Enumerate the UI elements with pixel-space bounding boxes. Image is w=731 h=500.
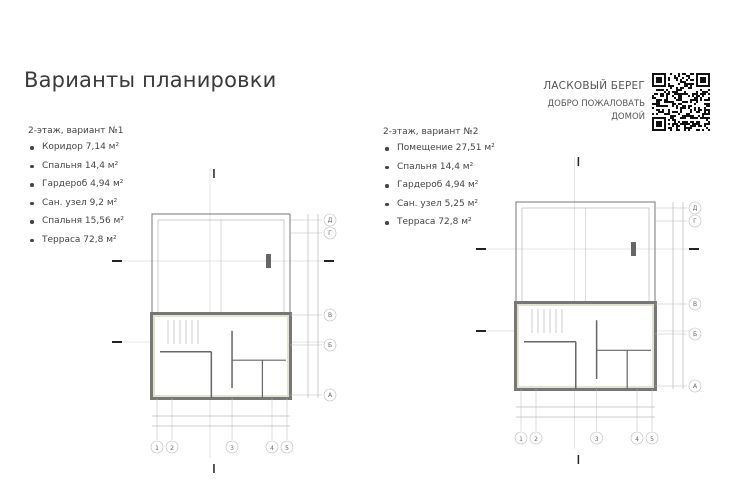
axis-marker <box>225 440 239 454</box>
room-item: Сан. узел 5,25 м² <box>383 199 495 218</box>
axis-marker <box>529 431 543 445</box>
wall-fill <box>517 304 654 388</box>
axis-label: Д <box>328 217 333 224</box>
house-walls <box>150 312 292 400</box>
axis-label: Б <box>328 342 332 349</box>
axis-marker <box>165 440 179 454</box>
axis-marker <box>514 431 528 445</box>
variant-heading: 2-этаж, вариант №1 <box>28 126 124 136</box>
brand-slogan: ДОБРО ПОЖАЛОВАТЬ ДОМОЙ <box>543 98 645 124</box>
room-item: Спальня 14,4 м² <box>28 161 124 180</box>
axis-label: 3 <box>230 445 234 452</box>
floor-plan-variant-2: 1 2 3 4 5 ДГ В Б А <box>476 157 702 464</box>
axis-label: 3 <box>595 436 599 443</box>
slogan-line-2: ДОМОЙ <box>611 112 645 122</box>
axis-marker <box>323 213 337 227</box>
slogan-line-1: ДОБРО ПОЖАЛОВАТЬ <box>547 99 645 109</box>
axis-label: В <box>328 312 332 319</box>
axis-label: Г <box>328 230 332 237</box>
axis-label: 2 <box>170 445 174 452</box>
room-item: Гардероб 4,94 м² <box>383 180 495 199</box>
variant-heading: 2-этаж, вариант №2 <box>383 127 479 137</box>
axis-label: А <box>693 383 698 390</box>
axis-label: В <box>693 301 697 308</box>
brand-name: ЛАСКОВЫЙ БЕРЕГ <box>543 80 645 92</box>
axis-label: 2 <box>534 436 538 443</box>
house-walls <box>514 301 657 391</box>
axis-marker <box>280 440 294 454</box>
axis-label: А <box>328 392 333 399</box>
axis-label: 5 <box>650 436 654 443</box>
axis-label: Б <box>693 331 697 338</box>
axis-label: Д <box>693 205 698 212</box>
axis-marker <box>688 379 702 393</box>
room-item: Терраса 72,8 м² <box>28 235 124 254</box>
room-item: Помещение 27,51 м² <box>383 143 495 162</box>
axis-marker <box>323 308 337 322</box>
axis-marker <box>265 440 279 454</box>
variant-1-list: 2-этаж, вариант №1 Коридор 7,14 м² Спаль… <box>28 126 124 253</box>
axis-marker <box>688 297 702 311</box>
axis-label: 1 <box>519 436 523 443</box>
room-item: Терраса 72,8 м² <box>383 217 495 236</box>
room-item: Коридор 7,14 м² <box>28 142 124 161</box>
room-item: Спальня 14,4 м² <box>383 162 495 181</box>
axis-marker <box>688 327 702 341</box>
brand-block: ЛАСКОВЫЙ БЕРЕГ ДОБРО ПОЖАЛОВАТЬ ДОМОЙ <box>543 80 645 124</box>
axis-marker <box>323 338 337 352</box>
axis-marker <box>688 214 702 228</box>
vent-icon <box>631 242 636 256</box>
axis-label: Г <box>693 218 697 225</box>
qr-code-icon[interactable] <box>652 73 710 131</box>
wall-fill <box>153 315 289 397</box>
room-item: Сан. узел 9,2 м² <box>28 198 124 217</box>
axis-marker <box>645 431 659 445</box>
axis-marker <box>630 431 644 445</box>
axis-marker <box>323 388 337 402</box>
axis-marker <box>590 431 603 445</box>
page-title: Варианты планировки <box>24 68 277 92</box>
axis-label: 4 <box>635 436 639 443</box>
floor-plan-variant-1: 1 2 3 4 5 ДГ В Б А <box>112 169 337 473</box>
axis-marker <box>688 201 702 215</box>
axis-marker <box>150 440 164 454</box>
axis-label: 1 <box>155 445 159 452</box>
room-item: Гардероб 4,94 м² <box>28 179 124 198</box>
axis-marker <box>323 226 337 240</box>
axis-label: 5 <box>285 445 289 452</box>
axis-label: 4 <box>270 445 274 452</box>
room-item: Спальня 15,56 м² <box>28 216 124 235</box>
variant-2-list: 2-этаж, вариант №2 Помещение 27,51 м² Сп… <box>383 127 495 236</box>
vent-icon <box>266 254 271 268</box>
